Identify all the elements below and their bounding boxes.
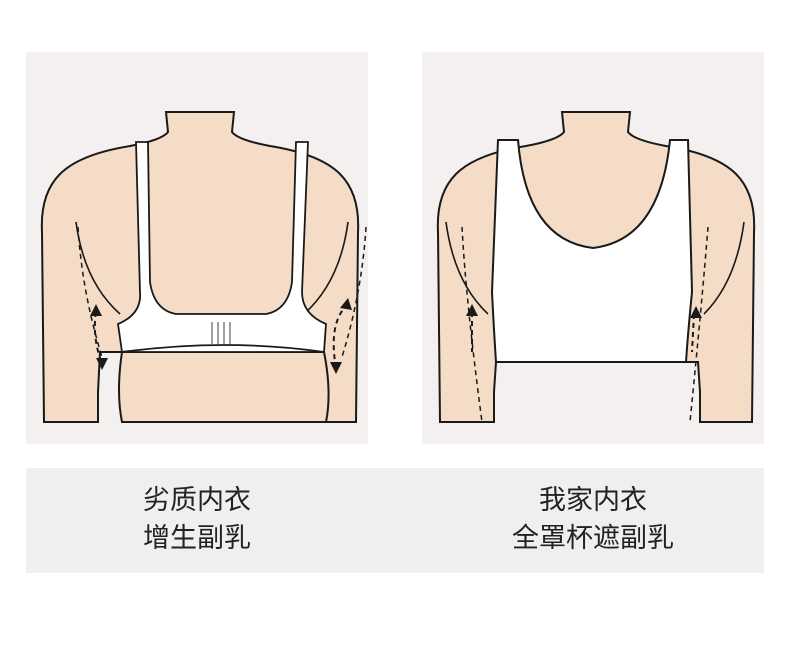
arrow-head-icon — [340, 298, 352, 310]
arrow-head-icon — [90, 304, 102, 316]
arrow-head-icon — [330, 362, 342, 374]
left-dash-guide — [461, 226, 483, 423]
left-caption: 劣质内衣 增生副乳 — [26, 482, 368, 558]
right-figure-illustration — [436, 111, 756, 423]
left-arm-line — [75, 221, 121, 315]
left-band-bulge — [121, 344, 325, 353]
left-waist — [118, 351, 330, 423]
left-arm-line — [445, 221, 489, 315]
arrow-head-icon — [690, 306, 702, 318]
right-dash-guide — [341, 226, 367, 358]
right-caption-line1: 我家内衣 — [539, 485, 647, 516]
left-caption-line2: 增生副乳 — [143, 523, 251, 554]
left-bra — [117, 141, 327, 353]
left-illustration-panel — [26, 52, 368, 444]
right-caption-line2: 全罩杯遮副乳 — [512, 523, 674, 554]
left-figure-illustration — [40, 111, 367, 423]
right-fullcup-bra — [490, 139, 694, 363]
dashed-curved-arrow-icon — [691, 313, 695, 353]
arrow-head-icon — [96, 358, 108, 370]
right-caption: 我家内衣 全罩杯遮副乳 — [422, 482, 764, 558]
left-hook-clasp — [211, 322, 231, 344]
dashed-curved-arrow-icon — [332, 303, 349, 369]
right-dash-guide — [689, 226, 709, 423]
right-arm-line — [303, 221, 349, 315]
left-caption-line1: 劣质内衣 — [143, 485, 251, 516]
right-arm-line — [703, 221, 745, 315]
right-illustration-panel — [422, 52, 764, 444]
arrow-head-icon — [466, 304, 478, 316]
caption-bar: 劣质内衣 增生副乳 我家内衣 全罩杯遮副乳 — [26, 468, 764, 573]
left-dash-guide — [77, 226, 103, 358]
